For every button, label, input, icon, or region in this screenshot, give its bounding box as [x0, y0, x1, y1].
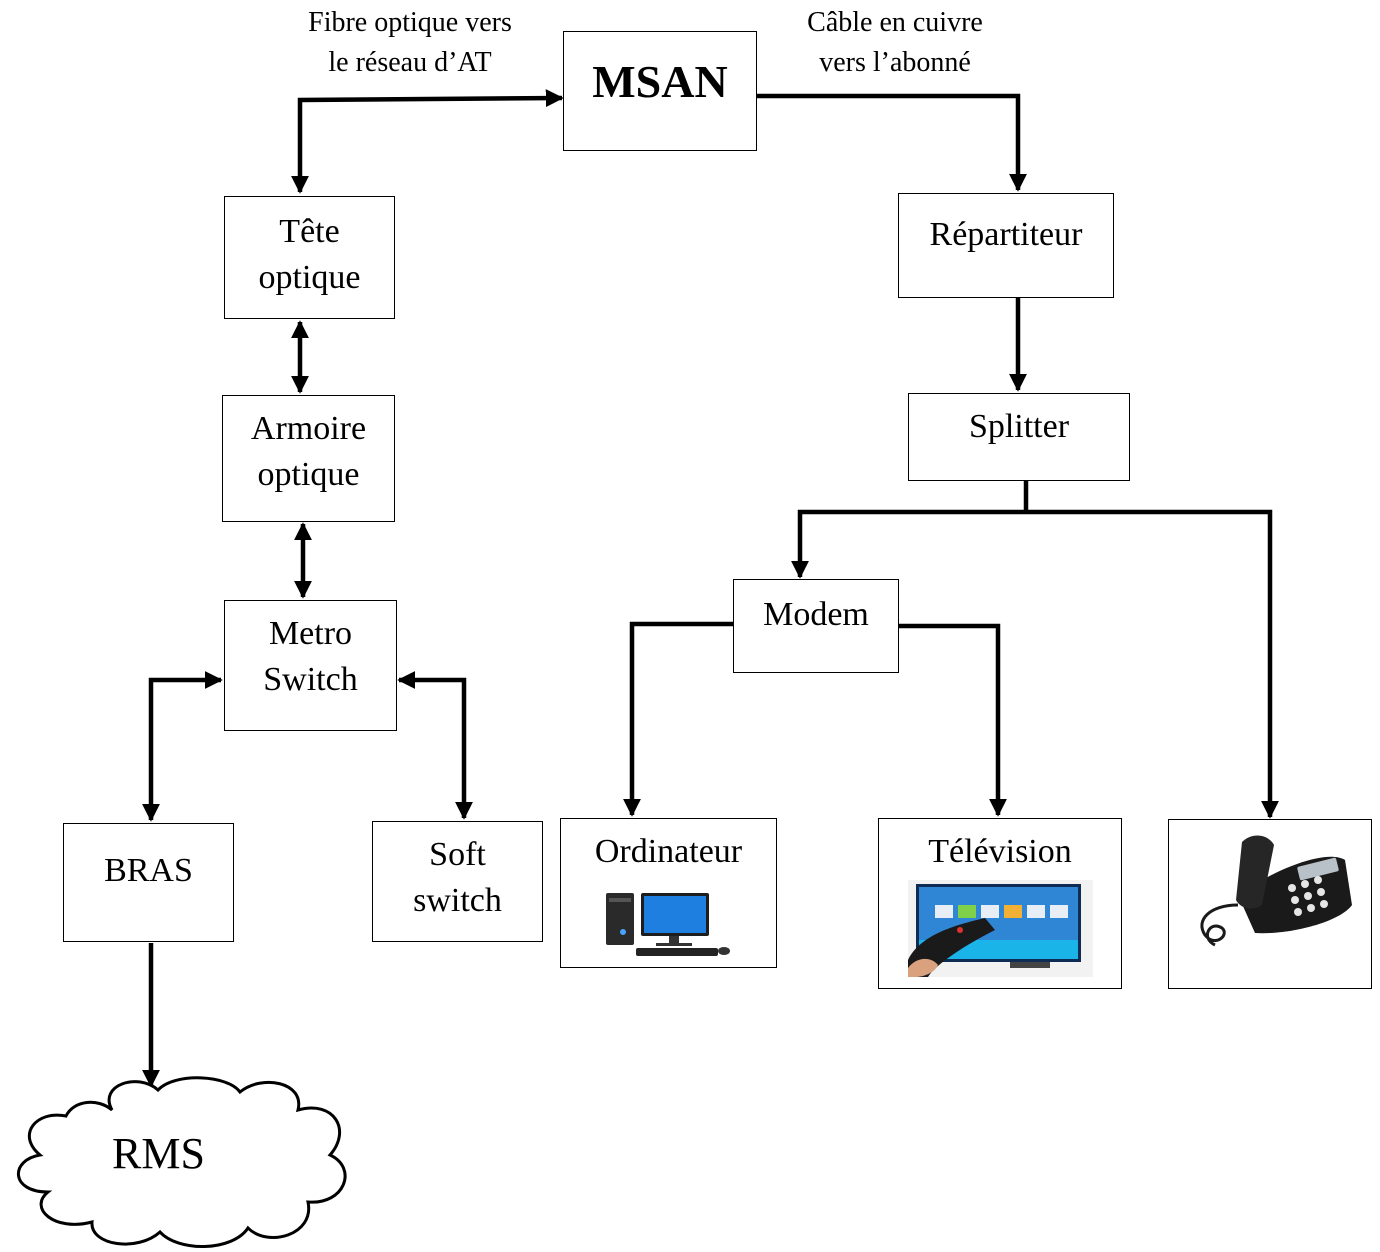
fibre-caption-line1: Fibre optique vers: [308, 7, 512, 38]
telephone-node: [1168, 819, 1372, 989]
soft-switch-label-line1: Soft: [429, 836, 486, 873]
connector-msan-repartiteur: [757, 93, 1027, 192]
rms-cloud-shape: [16, 1076, 347, 1248]
ordinateur-node: Ordinateur: [560, 818, 777, 968]
connector-modem-television: [899, 623, 1007, 817]
metro-switch-label-line2: Switch: [263, 661, 358, 698]
desktop-computer-icon: [606, 893, 730, 956]
cuivre-caption: Câble en cuivre vers l’abonné: [765, 3, 1025, 83]
msan-node: MSAN: [563, 31, 757, 151]
television-label: Télévision: [928, 833, 1072, 870]
connector-tete-msan: [291, 89, 564, 194]
bras-node: BRAS: [63, 823, 234, 942]
repartiteur-label: Répartiteur: [929, 216, 1083, 253]
bras-label: BRAS: [104, 852, 193, 889]
connector-modem-ordinateur: [623, 621, 733, 817]
tv-remote-icon: [908, 880, 1093, 977]
ordinateur-label: Ordinateur: [594, 833, 743, 870]
splitter-label: Splitter: [968, 408, 1070, 445]
desk-telephone-icon: [1200, 835, 1352, 947]
connector-metro-soft: [397, 671, 473, 820]
tete-optique-node: Tête optique: [224, 196, 395, 319]
metro-switch-label-line1: Metro: [268, 615, 353, 652]
modem-label: Modem: [763, 596, 869, 633]
connector-metro-bras: [142, 671, 223, 822]
armoire-optique-label-line1: Armoire: [250, 410, 367, 447]
tete-optique-label-line1: Tête: [279, 213, 340, 250]
cuivre-caption-line2: vers l’abonné: [819, 47, 971, 78]
rms-label: RMS: [112, 1129, 205, 1178]
connector-splitter-telephone: [1026, 509, 1279, 819]
soft-switch-label-line2: switch: [413, 882, 502, 919]
armoire-optique-label-line2: optique: [257, 456, 360, 493]
fibre-caption: Fibre optique vers le réseau d’AT: [270, 3, 550, 83]
soft-switch-node: Soft switch: [372, 821, 543, 942]
fibre-caption-line2: le réseau d’AT: [328, 47, 492, 78]
repartiteur-node: Répartiteur: [898, 193, 1114, 298]
connector-splitter-modem: [791, 509, 1026, 579]
armoire-optique-node: Armoire optique: [222, 395, 395, 522]
metro-switch-node: Metro Switch: [224, 600, 397, 731]
splitter-node: Splitter: [908, 393, 1130, 481]
television-node: Télévision: [878, 818, 1122, 989]
modem-node: Modem: [733, 579, 899, 673]
tete-optique-label-line2: optique: [258, 259, 361, 296]
msan-label: MSAN: [592, 56, 728, 107]
cuivre-caption-line1: Câble en cuivre: [807, 7, 983, 38]
